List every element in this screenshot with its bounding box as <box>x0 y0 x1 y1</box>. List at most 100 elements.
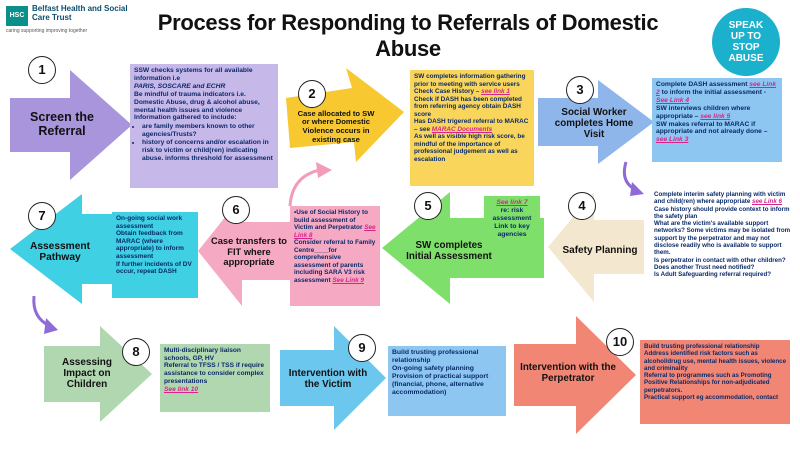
info-line: re: risk assessment <box>488 207 536 223</box>
info-text: re: risk assessment <box>492 207 532 222</box>
info-line: SW interviews children where appropriate… <box>656 105 778 121</box>
info-text: to inform the initial assessment - <box>659 88 767 96</box>
step-2-arrow-shape <box>286 68 404 162</box>
info-line: Referral to TFSS / TSS if require assist… <box>164 362 266 385</box>
info-text: Complete interim safety planning with vi… <box>654 191 786 206</box>
step-8-number: 8 <box>122 338 150 366</box>
step-1-arrow-shape <box>10 70 132 180</box>
info-line: Consider referral to Family Centre____fo… <box>294 239 376 284</box>
info-text: Multi-disciplinary liaison schools, GP, … <box>164 347 241 362</box>
info-line: Multi-disciplinary liaison schools, GP, … <box>164 347 266 362</box>
info-line: Has DASH trigered referral to MARAC – se… <box>414 118 530 133</box>
info-line: Check if DASH has been completed from re… <box>414 96 530 119</box>
step-6-arrow <box>198 196 290 306</box>
info-line: On-going safety planning <box>392 365 502 373</box>
info-line: Check Case History – see link 1 <box>414 88 530 96</box>
speak-up-badge: SPEAK UP TO STOP ABUSE <box>712 8 780 76</box>
connector-6-to-2 <box>288 162 332 207</box>
connector-3-to-4 <box>622 161 644 196</box>
badge-line: ABUSE <box>728 53 764 64</box>
step-6-info: •Use of Social History to build assessme… <box>290 206 380 306</box>
step-3-arrow-shape <box>538 80 654 164</box>
info-link[interactable]: MARAC Documents <box>431 125 493 133</box>
info-line: On-going social work assessment <box>116 215 194 230</box>
info-link[interactable]: see Link 6 <box>752 198 782 206</box>
info-line: Complete interim safety planning with vi… <box>654 191 792 206</box>
info-text: Is Adult Safeguarding referral required? <box>654 271 772 279</box>
step-4-arrow-shape <box>548 192 644 302</box>
step-2-arrow <box>286 68 404 164</box>
step-5-number: 5 <box>414 192 442 220</box>
info-text: What are the victim's available support … <box>654 220 791 257</box>
info-line: Is perpetrator in contact with other chi… <box>654 257 792 272</box>
info-text: Build trusting professional relationship <box>644 343 760 350</box>
info-line: Build trusting professional relationship <box>644 343 786 350</box>
info-link[interactable]: see link 5 <box>700 112 731 120</box>
info-text: Has DASH trigered referral to MARAC – se… <box>414 118 529 133</box>
info-line: As well as visible high risk score, be m… <box>414 133 530 163</box>
info-link[interactable]: see link 1 <box>481 88 510 95</box>
step-6-number: 6 <box>222 196 250 224</box>
step-7-label: Assessment Pathway <box>29 240 91 263</box>
info-bullet: history of concerns and/or escalation in… <box>142 139 274 163</box>
info-text: PARIS, SOSCARE and ECHR <box>134 82 226 90</box>
step-9-info: Build trusting professional relationship… <box>388 346 506 416</box>
info-text: Build trusting professional relationship <box>392 349 479 364</box>
step-3-label: Social Worker completes Home Visit <box>554 106 634 140</box>
hsc-logo-box: HSC <box>6 6 28 26</box>
info-line: Provision of practical support (financia… <box>392 373 502 397</box>
info-text: Address identified risk factors such as … <box>644 350 787 372</box>
info-text: Be mindful of trauma indicators i.e. Dom… <box>134 90 260 114</box>
info-text: Information gathered to include: <box>134 114 237 122</box>
info-link[interactable]: See link 7 <box>496 199 528 206</box>
step-3-arrow <box>538 80 654 164</box>
info-line: See link 7 <box>488 199 536 207</box>
step-1-number: 1 <box>28 56 56 84</box>
step-2-label: Case allocated to SW or where Domestic V… <box>297 108 375 144</box>
info-link[interactable]: See link 10 <box>164 385 199 393</box>
step-1-info: SSW checks systems for all available inf… <box>130 64 278 188</box>
step-8-info: Multi-disciplinary liaison schools, GP, … <box>160 344 270 412</box>
info-text: SW makes referral to MARAC if appropriat… <box>656 120 768 136</box>
info-link[interactable]: See Link 4 <box>656 96 690 104</box>
info-text: On-going social work assessment <box>116 215 183 230</box>
info-bullets: are family members known to other agenci… <box>142 123 274 163</box>
info-line: Link to key agencies <box>488 223 536 239</box>
trust-logo: HSC Belfast Health and Social Care Trust… <box>6 4 136 38</box>
step-10-number: 10 <box>606 328 634 356</box>
info-line: Obtain feedback from MARAC (where approp… <box>116 230 194 260</box>
step-9-label: Intervention with the Victim <box>288 368 368 390</box>
info-line: If further incidents of DV occur, repeat… <box>116 261 194 276</box>
info-link[interactable]: See Link 8 <box>294 224 376 239</box>
step-6-label: Case transfers to FIT where appropriate <box>211 236 287 268</box>
info-line: Case history should provide context to i… <box>654 206 792 221</box>
info-text: SW interviews children where appropriate… <box>656 104 751 120</box>
info-link[interactable]: See Link 9 <box>332 276 364 284</box>
info-text: Consider referral to Family Centre____fo… <box>294 239 376 284</box>
step-8-label: Assessing Impact on Children <box>61 356 113 390</box>
badge-line: SPEAK <box>728 20 764 31</box>
step-1-label: Screen the Referral <box>30 110 94 138</box>
info-line: SSW checks systems for all available inf… <box>134 67 274 83</box>
info-text: Is perpetrator in contact with other chi… <box>654 256 786 271</box>
info-line: •Use of Social History to build assessme… <box>294 209 376 239</box>
step-10-label: Intervention with the Perpetrator <box>520 362 616 384</box>
page-title: Process for Responding to Referrals of D… <box>157 10 659 61</box>
info-text: Provision of practical support (financia… <box>392 373 489 396</box>
badge-line: UP TO <box>730 31 762 42</box>
step-2-number: 2 <box>298 80 326 108</box>
step-4-label: Safety Planning <box>562 244 638 256</box>
info-text: Complete DASH assessment <box>656 81 750 88</box>
info-line: Address identified risk factors such as … <box>644 350 786 372</box>
info-link[interactable]: see Link 3 <box>656 136 689 144</box>
trust-tagline: caring supporting improving together <box>6 28 88 34</box>
info-line: See link 10 <box>164 386 266 394</box>
info-link[interactable]: see Link 2 <box>656 81 777 96</box>
info-line: Practical support eg accommodation, cont… <box>644 394 786 401</box>
info-text: Referral to TFSS / TSS if require assist… <box>164 362 265 385</box>
info-line: Build trusting professional relationship <box>392 349 502 365</box>
badge-line: STOP <box>732 42 760 53</box>
step-6-arrow-shape <box>198 196 290 306</box>
